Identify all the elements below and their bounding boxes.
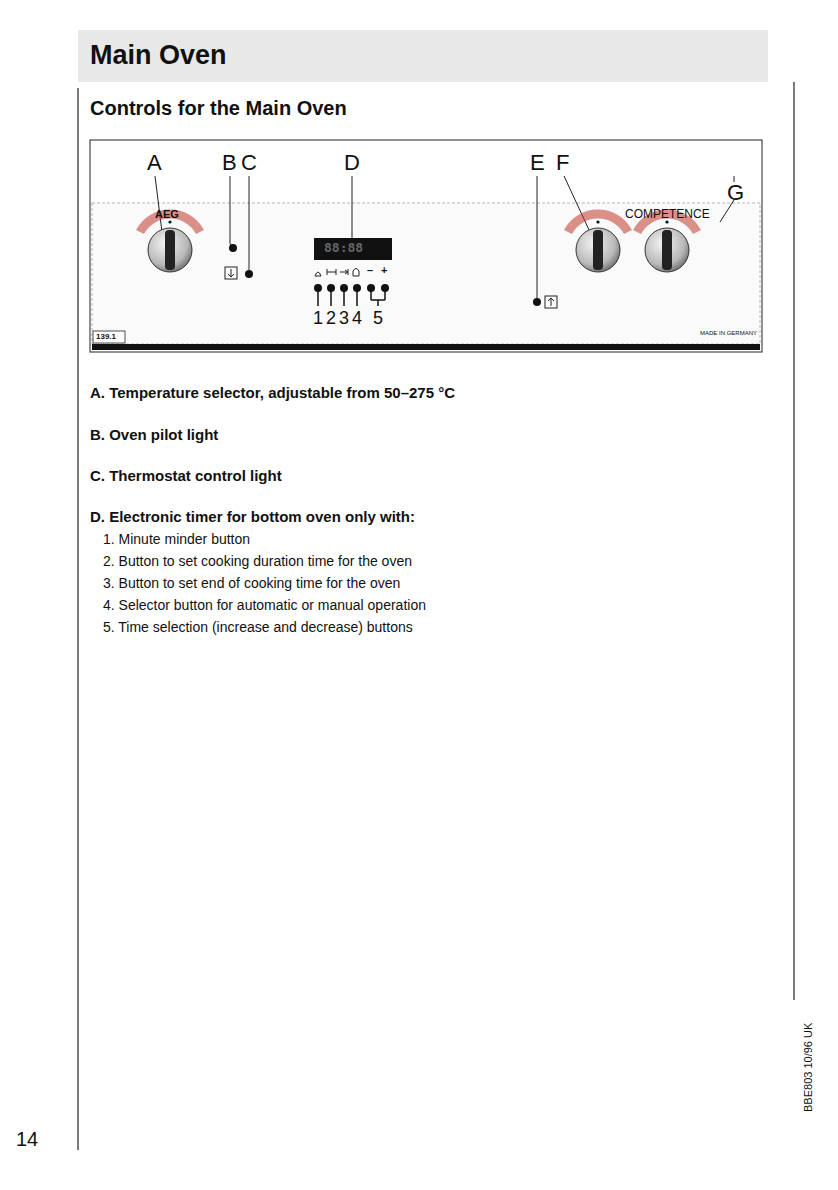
figure-frame (90, 140, 762, 352)
pilot-light (229, 244, 237, 252)
timer-icons (315, 269, 359, 277)
hob-knob (637, 214, 697, 272)
callout-number: 1 (313, 308, 323, 329)
origin-mark: MADE IN GERMANY (700, 330, 757, 337)
sub-item: 5. Time selection (increase and decrease… (103, 619, 413, 635)
callout-letter: G (727, 180, 744, 205)
page-title: Main Oven (90, 40, 227, 71)
thermostat-light (245, 270, 253, 278)
margin-rule (793, 82, 794, 1000)
function-knob (568, 214, 628, 272)
panel-trim (92, 344, 760, 350)
callout-number: 5 (373, 308, 383, 329)
timer-buttons (314, 284, 389, 306)
margin-rule (77, 88, 78, 1150)
indicator-light (533, 298, 541, 306)
callout-letter: E (530, 150, 545, 175)
item-heading: C. Thermostat control light (90, 467, 282, 484)
callout-letter: F (556, 150, 569, 175)
timer-display (314, 238, 392, 260)
section-heading: Controls for the Main Oven (90, 97, 347, 120)
sub-item: 1. Minute minder button (103, 531, 250, 547)
item-heading: B. Oven pilot light (90, 426, 218, 443)
sub-item: 4. Selector button for automatic or manu… (103, 597, 426, 613)
figure-number: 139.1 (96, 332, 116, 341)
minus-symbol: – (367, 264, 373, 277)
callout-letter: C (241, 150, 257, 175)
sub-item: 2. Button to set cooking duration time f… (103, 553, 412, 569)
page-number: 14 (16, 1128, 38, 1151)
document-code: BBE803 10/96 UK (802, 1023, 815, 1112)
sub-item: 3. Button to set end of cooking time for… (103, 575, 400, 591)
model-name: COMPETENCE (625, 208, 710, 222)
up-arrow-icon (545, 296, 557, 308)
header-band (78, 30, 768, 82)
figure-number-box (93, 331, 125, 343)
callout-number: 3 (339, 308, 349, 329)
down-arrow-icon (225, 267, 237, 279)
control-panel (92, 203, 760, 344)
display-digits: 88:88 (324, 241, 363, 256)
plus-symbol: + (381, 264, 387, 277)
item-heading: D. Electronic timer for bottom oven only… (90, 508, 415, 525)
brand-logo: AEG (155, 208, 179, 221)
callout-number: 2 (326, 308, 336, 329)
callout-letter: B (222, 150, 237, 175)
callout-letter: D (344, 150, 360, 175)
callout-number: 4 (352, 308, 362, 329)
leader-lines (155, 176, 734, 298)
callout-letter: A (147, 150, 162, 175)
temperature-knob (140, 214, 200, 272)
item-heading: A. Temperature selector, adjustable from… (90, 384, 455, 401)
